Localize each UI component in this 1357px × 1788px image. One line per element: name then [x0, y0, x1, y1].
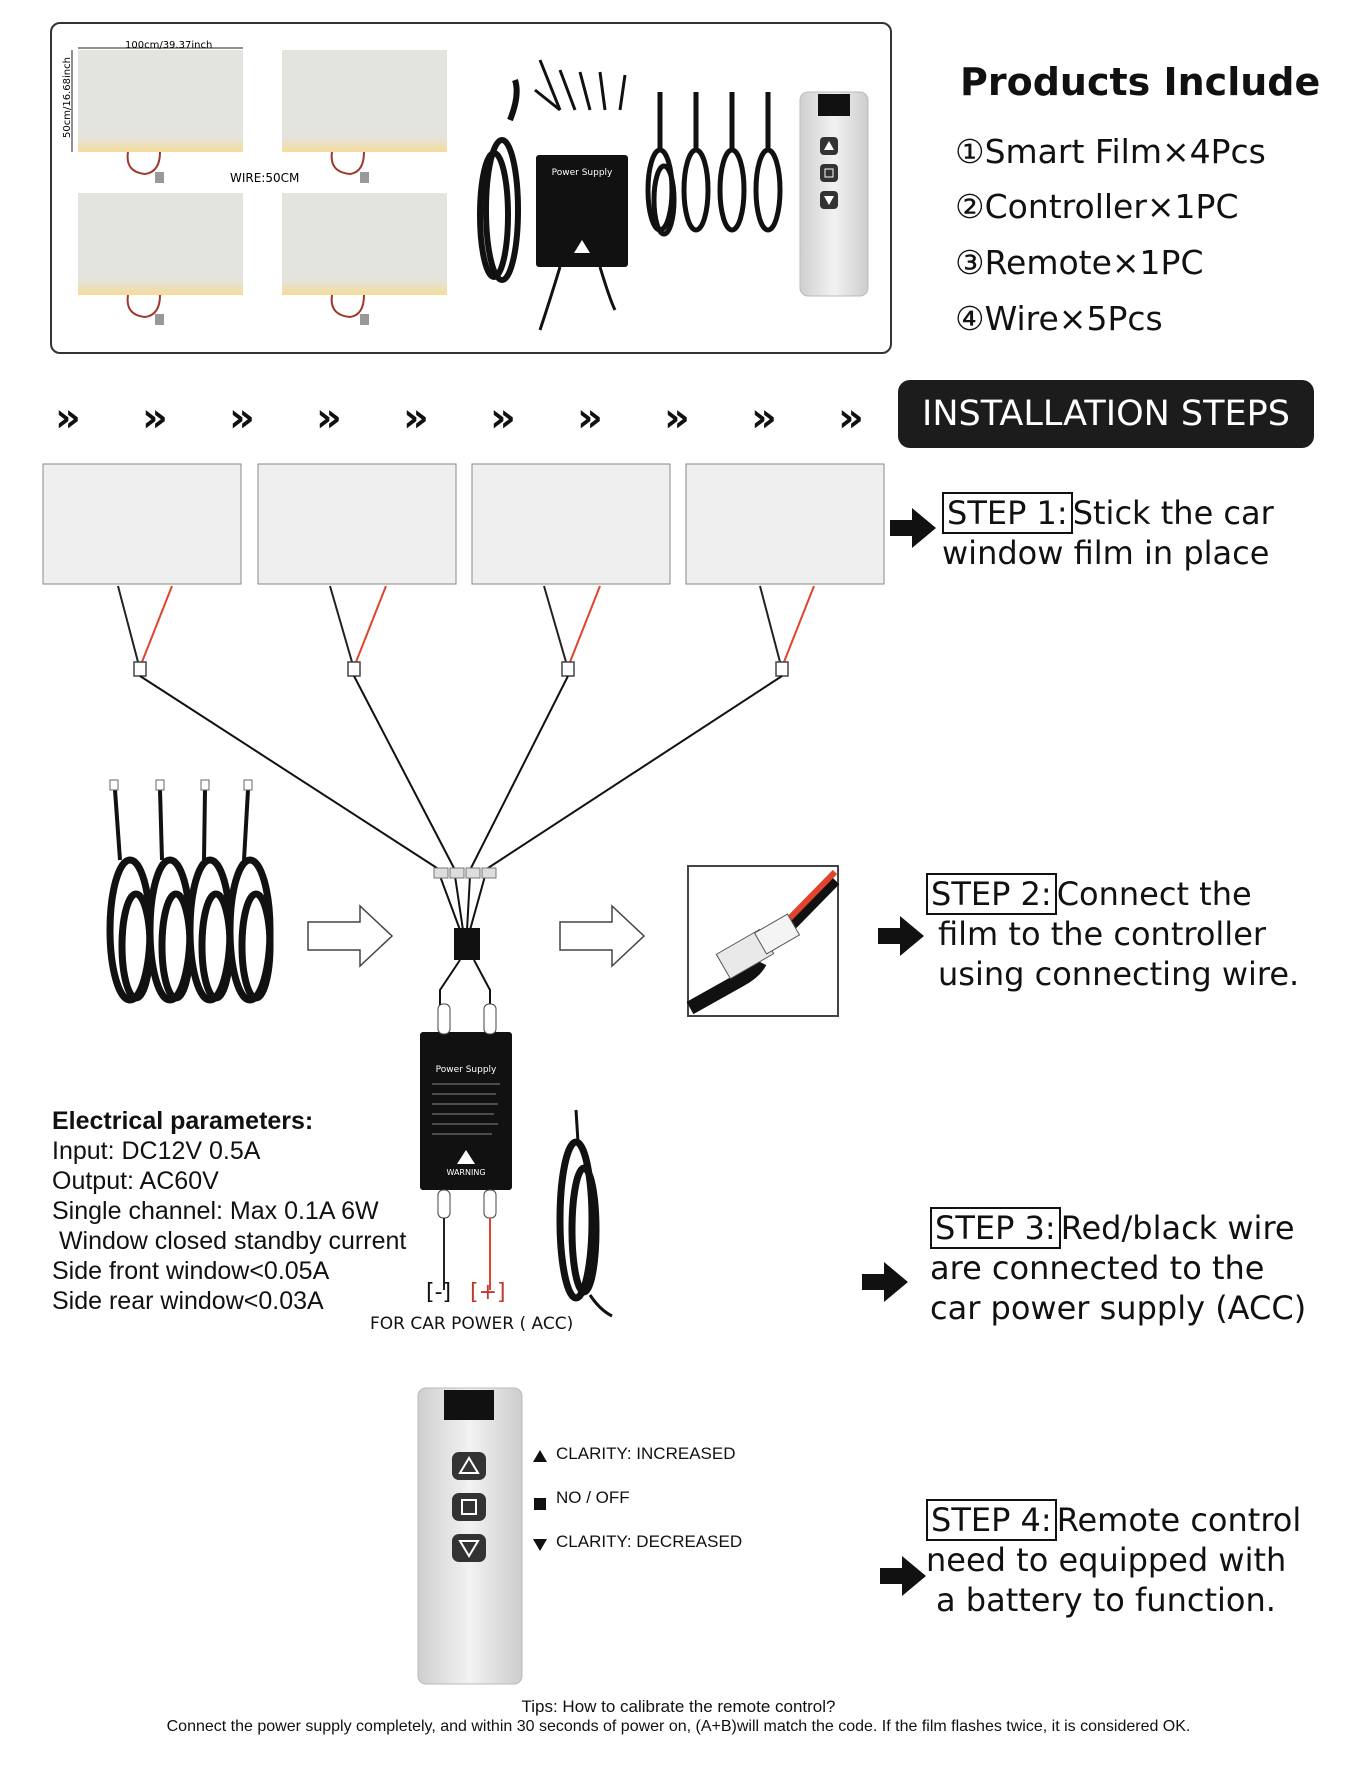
step-2-label: STEP 2:	[926, 873, 1057, 915]
products-box	[50, 22, 892, 354]
step-3-line3: car power supply (ACC)	[930, 1289, 1307, 1327]
coiled-wires-bundle	[106, 789, 274, 1004]
step-1-text: STEP 1:Stick the car window film in plac…	[942, 492, 1274, 573]
top-film-3	[78, 193, 243, 295]
electrical-title: Electrical parameters:	[52, 1107, 314, 1135]
electrical-parameters: Electrical parameters: Input: DC12V 0.5A…	[52, 1106, 406, 1316]
power-coiled-cable	[556, 1109, 613, 1318]
film-connectors	[133, 661, 789, 677]
step-2-text: STEP 2:Connect the film to the controlle…	[926, 873, 1300, 994]
product-item: ①Smart Film×4Pcs	[955, 132, 1266, 171]
chevron-icon: »	[577, 395, 603, 441]
step-1-label: STEP 1:	[942, 492, 1073, 534]
controller-title: Power Supply	[436, 1065, 497, 1075]
step4-arrow-icon	[880, 1556, 926, 1596]
top-film-panels	[71, 47, 447, 325]
top-coiled-wires	[645, 92, 783, 237]
dim-height-label: 50cm/16.68inch	[62, 57, 73, 138]
film-panel-4	[685, 463, 885, 585]
legend-down-label: CLARITY: DECREASED	[556, 1532, 743, 1551]
legend-up-label: CLARITY: INCREASED	[556, 1444, 736, 1463]
step-2-line2: film to the controller	[938, 915, 1267, 953]
step2-arrow-icon	[878, 916, 924, 956]
chevron-icon: »	[316, 395, 342, 441]
wire-length-label: WIRE:50CM	[230, 171, 299, 185]
film-panel-1	[42, 463, 242, 585]
tips-title: Tips: How to calibrate the remote contro…	[521, 1697, 836, 1716]
step-2-line1: Connect the	[1056, 875, 1252, 913]
step-2-line3: using connecting wire.	[938, 955, 1300, 993]
chevron-icon: »	[55, 395, 81, 441]
power-positive-label: [+]	[470, 1280, 506, 1305]
wire-hub	[454, 928, 480, 960]
product-item: ④Wire×5Pcs	[955, 299, 1163, 338]
film-panel-2	[257, 463, 457, 585]
step-4-text: STEP 4:Remote control need to equipped w…	[926, 1499, 1302, 1620]
controller-warning: WARNING	[446, 1168, 485, 1177]
top-film-4	[282, 193, 447, 295]
chevron-icon: »	[142, 395, 168, 441]
step1-arrow-icon	[890, 508, 936, 548]
legend-stop-label: NO / OFF	[556, 1488, 630, 1507]
svg-text:Power Supply: Power Supply	[552, 168, 613, 178]
power-caption: FOR CAR POWER ( ACC)	[370, 1314, 574, 1334]
controller-unit: Power Supply WARNING	[420, 1003, 512, 1219]
chevron-icon: »	[838, 395, 864, 441]
remote-stop-button	[452, 1493, 486, 1521]
electrical-line: Output: AC60V	[52, 1167, 219, 1195]
film-pigtails	[117, 585, 815, 663]
top-remote	[799, 91, 869, 297]
chevron-icon: »	[664, 395, 690, 441]
product-item: ③Remote×1PC	[955, 243, 1204, 282]
electrical-line: Side front window<0.05A	[52, 1257, 330, 1285]
hollow-arrow-left	[307, 904, 394, 968]
installation-steps-banner: INSTALLATION STEPS	[898, 380, 1314, 448]
step-4-label: STEP 4:	[926, 1499, 1057, 1541]
chevron-icon: »	[751, 395, 777, 441]
top-film-2	[282, 50, 447, 152]
electrical-line: Side rear window<0.03A	[52, 1287, 324, 1315]
top-controller: Power Supply	[534, 59, 628, 331]
step-3-text: STEP 3:Red/black wire are connected to t…	[930, 1207, 1307, 1328]
coiled-wires-tips	[109, 779, 253, 791]
legend-up-icon	[533, 1450, 547, 1462]
electrical-line: Window closed standby current	[52, 1227, 407, 1255]
legend-stop-icon	[534, 1498, 546, 1510]
remote-control	[417, 1387, 523, 1685]
products-title: Products Include	[960, 60, 1321, 104]
chevron-icon: »	[229, 395, 255, 441]
step-3-line1: Red/black wire	[1060, 1209, 1295, 1247]
hub-connectors	[433, 867, 497, 879]
power-negative-label: [-]	[426, 1280, 452, 1305]
step-3-label: STEP 3:	[930, 1207, 1061, 1249]
tips-body: Connect the power supply completely, and…	[166, 1718, 1191, 1735]
electrical-line: Input: DC12V 0.5A	[52, 1137, 261, 1165]
step-1-line1: Stick the car	[1072, 494, 1274, 532]
connector-closeup	[686, 865, 840, 1017]
legend-down-icon	[533, 1539, 547, 1551]
step-4-line3: a battery to function.	[936, 1581, 1276, 1619]
warning-icon	[457, 1150, 475, 1164]
chevron-icon: »	[403, 395, 429, 441]
connecting-wires	[139, 675, 783, 931]
chevron-icon: »	[490, 395, 516, 441]
hollow-arrow-right	[559, 904, 646, 968]
step-4-line2: need to equipped with	[926, 1541, 1287, 1579]
product-item: ②Controller×1PC	[955, 187, 1239, 226]
step-4-line1: Remote control	[1056, 1501, 1302, 1539]
film-panel-3	[471, 463, 671, 585]
step-1-line2: window film in place	[942, 534, 1270, 572]
top-coiled-cable	[477, 79, 521, 283]
top-film-1	[78, 50, 243, 152]
electrical-line: Single channel: Max 0.1A 6W	[52, 1197, 379, 1225]
step3-arrow-icon	[862, 1262, 908, 1302]
dim-width-label: 100cm/39.37inch	[125, 40, 212, 51]
step-3-line2: are connected to the	[930, 1249, 1265, 1287]
step1-film-panels	[42, 463, 885, 585]
